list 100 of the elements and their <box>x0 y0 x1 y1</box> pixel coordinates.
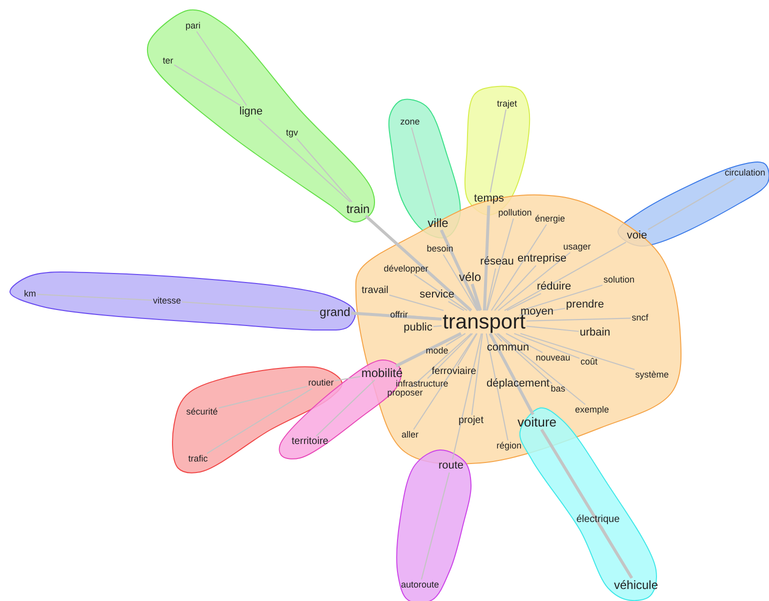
link-line <box>442 254 478 311</box>
link-line <box>446 333 466 346</box>
link-line <box>498 333 586 405</box>
link-line <box>486 268 496 311</box>
link-line <box>182 301 319 312</box>
link-line <box>526 326 579 332</box>
link-line <box>420 472 450 580</box>
link-line <box>457 333 478 366</box>
word-label: bas <box>550 384 566 394</box>
link-line <box>389 294 444 312</box>
link-line <box>486 218 514 311</box>
link-line <box>206 388 312 454</box>
word-label: énergie <box>534 214 566 224</box>
word-label: vitesse <box>153 296 181 306</box>
word-label: aller <box>402 430 418 440</box>
link-line <box>471 333 484 416</box>
word-label: besoin <box>426 244 454 254</box>
link-line <box>316 380 376 436</box>
link-line <box>488 332 534 416</box>
word-label: commun <box>486 342 530 354</box>
word-label: prendre <box>566 300 604 310</box>
word-label: projet <box>458 416 484 426</box>
word-label: ligne <box>239 106 263 118</box>
link-line <box>526 318 631 322</box>
word-label: urbain <box>580 328 610 338</box>
link-line <box>520 332 635 370</box>
word-label: nouveau <box>536 354 570 362</box>
link-line <box>36 294 152 301</box>
word-label: réduire <box>536 282 572 292</box>
word-label: ter <box>162 56 174 66</box>
word-label: moyen <box>520 306 554 318</box>
word-label: territoire <box>292 437 328 447</box>
link-line <box>601 526 632 578</box>
word-label: grand <box>320 306 350 318</box>
word-label: zone <box>400 118 420 126</box>
link-line <box>519 313 527 316</box>
link-line <box>334 376 360 382</box>
link-line <box>452 333 482 460</box>
word-label: déplacement <box>486 378 550 390</box>
link-line <box>470 284 482 311</box>
link-line <box>440 229 480 312</box>
link-line <box>490 224 547 311</box>
word-label: coût <box>580 358 598 366</box>
word-label: sécurité <box>186 408 218 416</box>
link-line <box>174 64 241 106</box>
word-label: service <box>420 290 454 300</box>
link-line <box>296 138 352 202</box>
link-line <box>364 214 472 312</box>
link-line <box>526 308 566 316</box>
word-label: public <box>404 322 432 334</box>
word-label: trafic <box>188 454 208 464</box>
word-label: ville <box>428 217 448 229</box>
word-label: travail <box>362 286 388 296</box>
word-label: mode <box>426 346 448 356</box>
word-label: temps <box>474 194 504 204</box>
link-line <box>540 428 634 579</box>
link-line <box>494 265 536 311</box>
link-line <box>410 333 472 388</box>
word-label: exemple <box>574 406 610 414</box>
link-line <box>520 284 603 312</box>
word-label: autoroute <box>400 580 440 590</box>
link-line <box>490 109 506 193</box>
word-label: solution <box>603 276 635 284</box>
link-line <box>411 127 437 216</box>
link-line <box>414 274 468 311</box>
word-label: pari <box>186 22 200 30</box>
link-line <box>506 293 542 311</box>
word-label: sncf <box>632 314 648 322</box>
link-line <box>448 301 464 311</box>
word-label: voiture <box>517 416 557 428</box>
link-line <box>433 325 442 328</box>
word-label: vélo <box>459 271 481 283</box>
word-label: routier <box>308 378 334 388</box>
word-label: tgv <box>286 128 298 138</box>
link-line <box>496 333 552 384</box>
word-label: pollution <box>498 208 532 218</box>
link-line <box>196 31 248 106</box>
link-line <box>648 178 736 230</box>
link-line <box>482 205 490 311</box>
word-label: km <box>24 290 36 298</box>
link-line <box>494 333 502 342</box>
link-line <box>395 332 462 368</box>
link-line <box>427 333 473 379</box>
word-label: circulation <box>724 168 766 178</box>
link-line <box>504 242 626 311</box>
word-label: réseau <box>480 256 514 268</box>
word-label: ferroviaire <box>432 367 476 377</box>
word-label: mobilité <box>361 367 403 379</box>
word-label: région <box>496 442 522 450</box>
word-label: véhicule <box>614 579 658 591</box>
link-line <box>258 118 351 202</box>
link-line <box>218 386 308 408</box>
word-label: voie <box>626 230 648 242</box>
link-line <box>413 333 477 430</box>
word-label: train <box>346 203 370 215</box>
word-label: système <box>635 370 669 380</box>
word-label: trajet <box>497 100 517 108</box>
link-line <box>498 252 571 311</box>
word-label: usager <box>563 242 591 252</box>
word-label: développer <box>384 264 428 274</box>
